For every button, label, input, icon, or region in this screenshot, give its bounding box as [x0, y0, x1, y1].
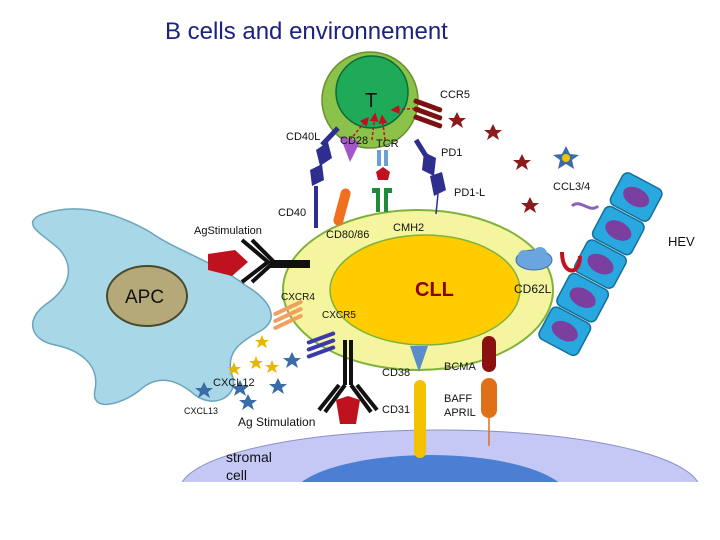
t-cell-label: T	[365, 90, 377, 112]
cd8086-label: CD80/86	[326, 229, 369, 241]
cxcr5-receptor	[306, 331, 336, 359]
cd8086-receptor	[333, 188, 351, 226]
bcr-antibody-top	[240, 238, 310, 284]
chemokine-stars	[448, 112, 539, 213]
cxcr4-label: CXCR4	[281, 292, 315, 303]
cd28-receptor	[340, 136, 360, 162]
cmh2-receptor	[372, 188, 392, 212]
ccl34-ligand	[570, 202, 600, 210]
pd1-label: PD1	[441, 147, 462, 159]
cd40-label: CD40	[278, 207, 306, 219]
ccr5-receptor	[413, 98, 443, 129]
pd1-receptor	[413, 138, 446, 215]
cll-cell	[282, 209, 554, 371]
baff-label: BAFF	[444, 393, 472, 405]
cd31-label: CD31	[382, 404, 410, 416]
hev-label: HEV	[668, 234, 695, 249]
stromal-label-1: stromal	[226, 449, 272, 465]
antigen-bottom	[336, 396, 360, 424]
ag-stim-bottom-label: Ag Stimulation	[238, 415, 315, 429]
apc-label: APC	[125, 287, 164, 308]
bcr-antibody-bottom	[317, 340, 379, 414]
ccr5-label: CCR5	[440, 89, 470, 101]
hev-vessel	[538, 172, 663, 357]
stromal-label-2: cell	[226, 467, 247, 483]
ccl34-label: CCL3/4	[553, 181, 590, 193]
cd62l-label: CD62L	[514, 282, 552, 296]
cxcr5-label: CXCR5	[322, 310, 356, 321]
baff-april-ligand	[481, 378, 497, 418]
cd31-receptor	[414, 380, 426, 458]
cd62l-receptor	[515, 247, 582, 273]
antigen-peptide	[376, 167, 390, 180]
apc-cell	[31, 208, 272, 406]
antigen-top	[208, 250, 248, 276]
cd40l-label: CD40L	[286, 131, 320, 143]
ag-stim-top-label: AgStimulation	[194, 225, 262, 237]
cxcl13-label: CXCL13	[184, 406, 218, 416]
cxcl12-label: CXCL12	[213, 377, 255, 389]
pd1l-label: PD1-L	[454, 187, 485, 199]
cxcr4-receptor	[273, 300, 303, 330]
ccl34-star	[553, 146, 579, 169]
april-label: APRIL	[444, 407, 476, 419]
cmh2-label: CMH2	[393, 222, 424, 234]
t-cell	[321, 51, 419, 149]
cd28-label: CD28	[340, 135, 368, 147]
cxcl13-stars	[195, 352, 301, 410]
cd38-label: CD38	[382, 367, 410, 379]
cd38-receptor	[410, 346, 428, 372]
page-title: B cells and environnement	[165, 18, 448, 45]
bcma-receptor	[482, 336, 496, 372]
tcr-receptor	[377, 150, 388, 166]
cll-label: CLL	[415, 279, 454, 301]
tcr-label: TCR	[376, 138, 399, 150]
stromal-cell	[170, 429, 710, 540]
signal-arrows	[349, 104, 421, 141]
bcma-label: BCMA	[444, 361, 476, 373]
cd40l-receptor	[310, 126, 340, 228]
cxcl12-stars	[227, 335, 279, 375]
